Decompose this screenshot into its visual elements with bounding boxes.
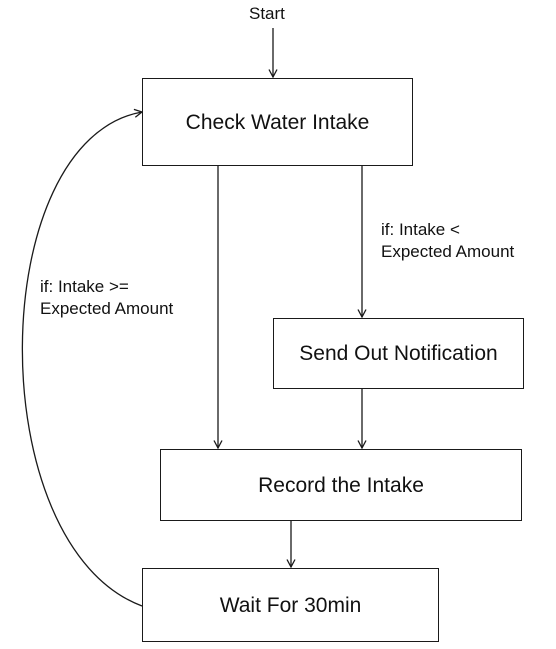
- node-record-the-intake[interactable]: Record the Intake: [160, 449, 522, 521]
- node-check-water-intake[interactable]: Check Water Intake: [142, 78, 413, 166]
- node-wait-for-30min[interactable]: Wait For 30min: [142, 568, 439, 642]
- edge-label-intake-lt-expected: if: Intake < Expected Amount: [381, 220, 515, 261]
- node-send-out-notification[interactable]: Send Out Notification: [273, 318, 524, 389]
- start-label: Start: [249, 4, 285, 23]
- edge-wait-to-check-loop: [21, 108, 144, 607]
- edge-label-intake-gte-expected: if: Intake >= Expected Amount: [40, 277, 174, 318]
